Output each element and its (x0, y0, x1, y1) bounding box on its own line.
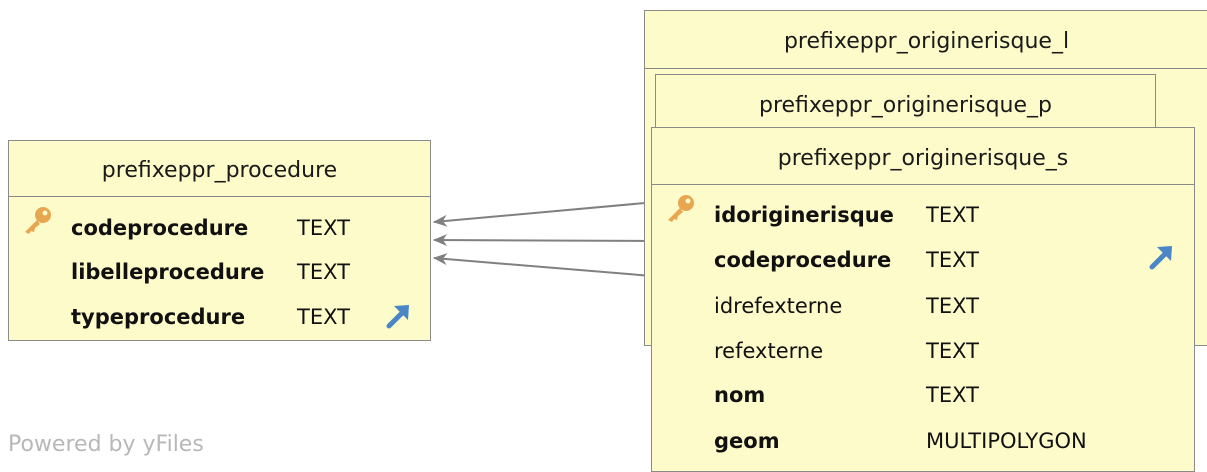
relationship-edges (433, 202, 656, 277)
column-name: codeprocedure (714, 248, 892, 272)
edge-originerisque-l-to-procedure (433, 202, 646, 227)
column-type: MULTIPOLYGON (926, 429, 1087, 453)
column-type: TEXT (926, 248, 979, 272)
column-name: typeprocedure (71, 305, 246, 329)
column-name: libelleprocedure (71, 260, 265, 284)
primary-key-icon (668, 195, 694, 222)
table-title: prefixeppr_originerisque_s (777, 146, 1069, 171)
column-name: idrefexterne (714, 294, 843, 318)
column-type: TEXT (297, 305, 350, 329)
column-type: TEXT (926, 339, 979, 363)
table-title: prefixeppr_procedure (101, 158, 338, 183)
table-title: prefixeppr_originerisque_p (759, 93, 1052, 118)
header-divider (652, 184, 1194, 185)
primary-key-icon (25, 207, 51, 234)
column-name: idoriginerisque (714, 203, 894, 227)
column-type: TEXT (926, 294, 979, 318)
column-type: TEXT (297, 260, 350, 284)
powered-by-watermark: Powered by yFiles (8, 432, 204, 457)
header-divider (645, 68, 1207, 69)
table-originerisque-s[interactable]: prefixeppr_originerisque_s idoriginerisq… (651, 127, 1195, 472)
column-name: geom (714, 429, 780, 453)
edge-originerisque-s-to-procedure (433, 253, 653, 277)
table-title: prefixeppr_originerisque_l (783, 29, 1070, 54)
column-name: codeprocedure (71, 216, 249, 240)
foreign-key-arrow-icon[interactable] (1146, 242, 1176, 272)
column-type: TEXT (297, 216, 350, 240)
header-divider (9, 196, 430, 197)
edge-originerisque-p-to-procedure (433, 234, 656, 247)
foreign-key-arrow-icon[interactable] (383, 301, 413, 331)
column-type: TEXT (926, 383, 979, 407)
column-name: refexterne (714, 339, 824, 363)
column-name: nom (714, 383, 766, 407)
column-type: TEXT (926, 203, 979, 227)
table-procedure[interactable]: prefixeppr_procedure codeprocedure TEXT … (8, 140, 431, 341)
